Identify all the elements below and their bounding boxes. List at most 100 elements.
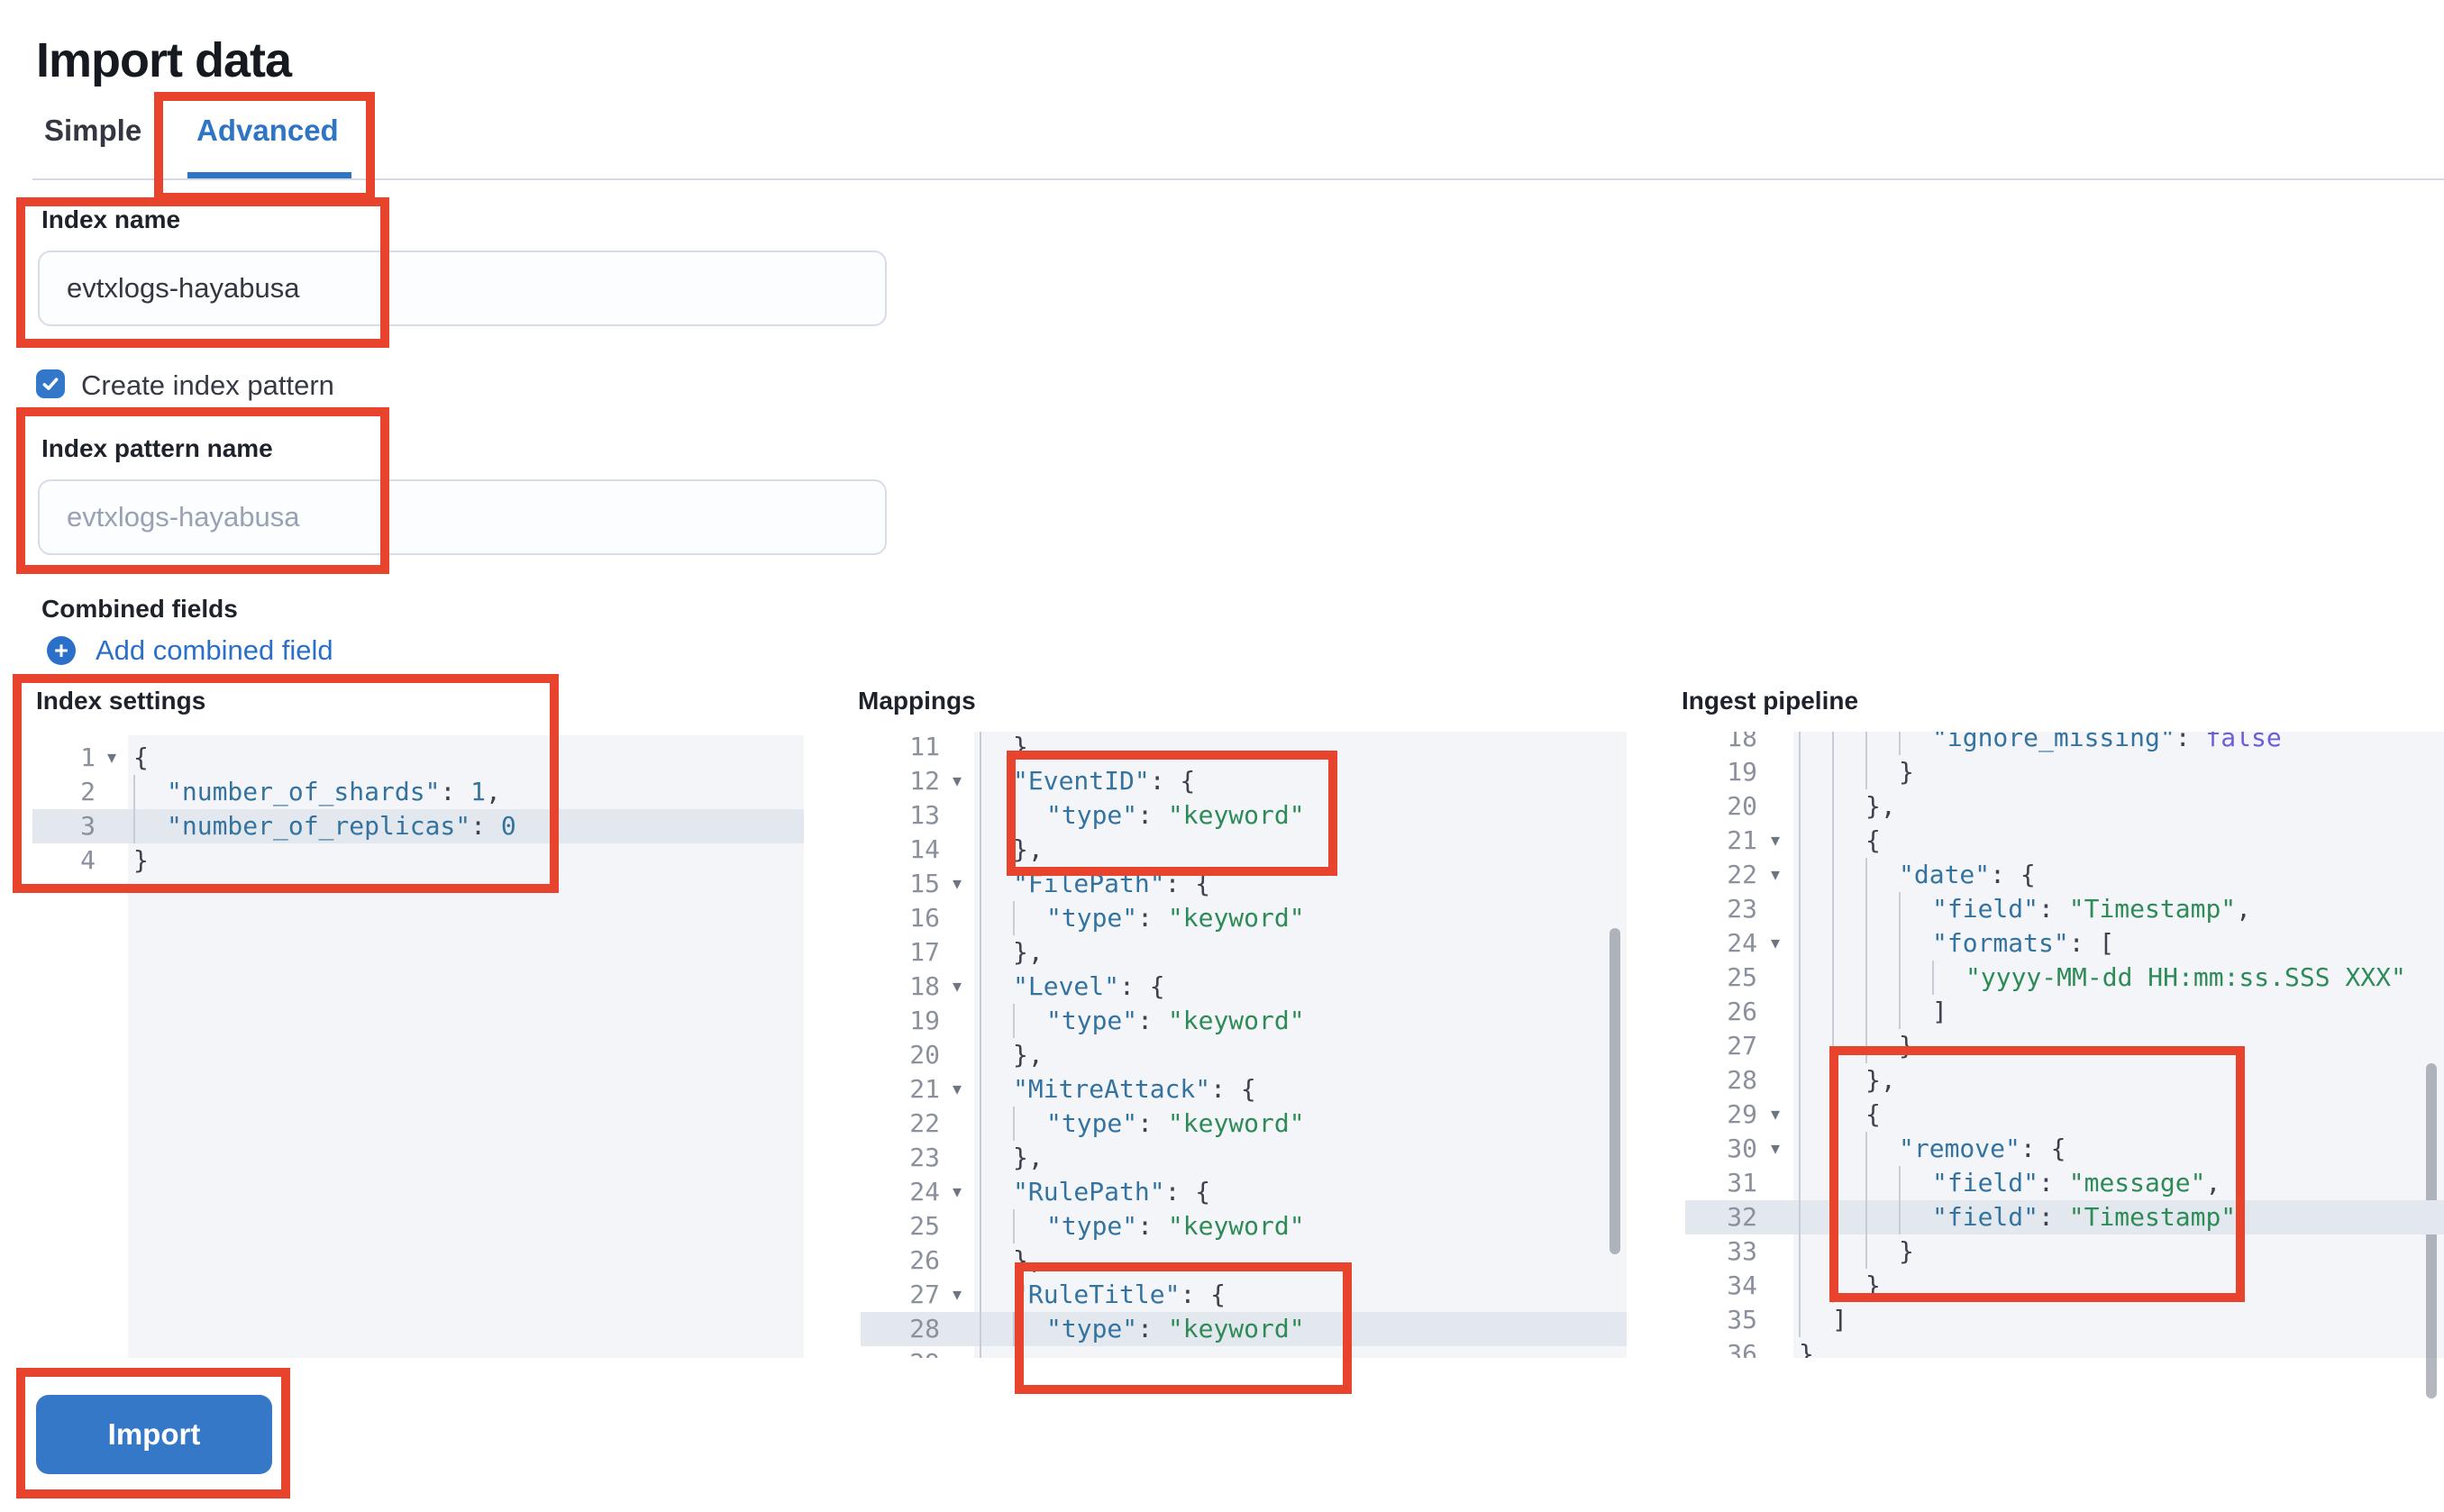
code-text: "type": "keyword" — [974, 901, 1305, 935]
code-text: } — [1799, 1339, 1814, 1358]
code-text: "EventID": { — [974, 764, 1195, 798]
fold-spacer — [940, 833, 974, 867]
code-line-29: 29}, — [861, 1346, 1627, 1358]
line-number: 21 — [1727, 825, 1757, 855]
code-line-33: 33} — [1685, 1234, 2444, 1269]
fold-arrow-icon[interactable]: ▾ — [1770, 831, 1781, 851]
line-number: 1 — [80, 742, 96, 772]
ingest-pipeline-label: Ingest pipeline — [1682, 687, 1859, 715]
code-line-35: 35] — [1685, 1303, 2444, 1337]
create-index-pattern-label: Create index pattern — [81, 369, 334, 401]
fold-arrow-icon[interactable]: ▾ — [952, 1182, 962, 1202]
code-text: }, — [974, 732, 1044, 764]
editor-gutter — [1685, 732, 1793, 1358]
index-settings-editor[interactable]: 1▾{2"number_of_shards": 1,3"number_of_re… — [32, 735, 804, 1358]
fold-arrow-icon[interactable]: ▾ — [952, 977, 962, 997]
line-number: 13 — [909, 800, 940, 830]
code-line-32: 32"field": "Timestamp" — [1685, 1200, 2444, 1234]
fold-spacer — [1757, 732, 1793, 755]
code-text: { — [133, 742, 149, 772]
tab-advanced[interactable]: Advanced — [196, 114, 339, 147]
combined-fields-label: Combined fields — [41, 595, 238, 623]
line-number: 20 — [1727, 791, 1757, 821]
index-name-input[interactable] — [38, 250, 887, 326]
line-number: 28 — [1727, 1065, 1757, 1095]
code-line-15: 15▾"FilePath": { — [861, 867, 1627, 901]
code-text: "type": "keyword" — [974, 1107, 1305, 1141]
code-line-11: 11}, — [861, 732, 1627, 764]
code-text: "number_of_shards": 1, — [128, 775, 501, 809]
fold-arrow-icon[interactable]: ▾ — [1770, 1105, 1781, 1125]
fold-spacer — [1757, 1200, 1793, 1234]
code-line-18: 18▾"Level": { — [861, 970, 1627, 1004]
line-number: 21 — [909, 1074, 940, 1104]
code-line-27: 27▾"RuleTitle": { — [861, 1278, 1627, 1312]
line-number: 12 — [909, 766, 940, 796]
code-text: } — [1793, 1029, 1914, 1063]
fold-spacer — [940, 798, 974, 833]
code-text: } — [1793, 755, 1914, 789]
line-number: 25 — [909, 1211, 940, 1241]
code-text: }, — [974, 833, 1044, 867]
code-line-34: 34} — [1685, 1269, 2444, 1303]
line-number: 22 — [909, 1108, 940, 1138]
fold-arrow-icon[interactable]: ▾ — [1770, 1139, 1781, 1159]
fold-spacer — [1757, 961, 1793, 995]
fold-arrow-icon[interactable]: ▾ — [106, 748, 117, 768]
line-number: 17 — [909, 937, 940, 967]
mappings-editor[interactable]: 11},12▾"EventID": {13"type": "keyword"14… — [861, 732, 1627, 1358]
fold-arrow-icon[interactable]: ▾ — [952, 771, 962, 791]
code-text: "type": "keyword" — [974, 798, 1305, 833]
code-line-22: 22 "type": "keyword" — [861, 1107, 1627, 1141]
mappings-scrollbar[interactable] — [1610, 928, 1620, 1254]
create-index-pattern-checkbox[interactable] — [36, 369, 65, 398]
fold-spacer — [1757, 789, 1793, 824]
fold-arrow-icon[interactable]: ▾ — [952, 874, 962, 894]
fold-arrow-icon[interactable]: ▾ — [1770, 934, 1781, 953]
page-title: Import data — [36, 33, 292, 87]
fold-arrow-icon[interactable]: ▾ — [952, 1285, 962, 1305]
code-line-36: 36} — [1685, 1337, 2444, 1358]
check-icon — [40, 373, 61, 395]
line-number: 22 — [1727, 860, 1757, 889]
fold-spacer — [940, 1209, 974, 1243]
line-number: 28 — [909, 1314, 940, 1343]
code-line-28: 28"type": "keyword" — [861, 1312, 1627, 1346]
code-text: "field": "Timestamp", — [1793, 892, 2251, 926]
fold-spacer — [1757, 1166, 1793, 1200]
code-text: "FilePath": { — [974, 867, 1210, 901]
fold-spacer — [940, 1346, 974, 1358]
code-line-26: 26}, — [861, 1243, 1627, 1278]
fold-spacer — [96, 843, 128, 878]
line-number: 16 — [909, 903, 940, 933]
tab-simple[interactable]: Simple — [44, 114, 142, 147]
code-line-26: 26] — [1685, 995, 2444, 1029]
line-number: 24 — [1727, 928, 1757, 958]
fold-spacer — [940, 1312, 974, 1346]
code-text: "type": "keyword" — [974, 1209, 1305, 1243]
code-text: ] — [1793, 995, 1947, 1029]
line-number: 24 — [909, 1177, 940, 1207]
code-text: "field": "Timestamp" — [1793, 1200, 2236, 1234]
fold-spacer — [1757, 1303, 1793, 1337]
line-number: 35 — [1727, 1305, 1757, 1334]
code-text: }, — [974, 1038, 1044, 1072]
code-text: "RuleTitle": { — [974, 1278, 1226, 1312]
fold-arrow-icon[interactable]: ▾ — [1770, 865, 1781, 885]
code-text: }, — [1793, 1063, 1896, 1098]
import-button[interactable]: Import — [36, 1395, 272, 1474]
line-number: 29 — [861, 1346, 940, 1358]
code-text: } — [1793, 1234, 1914, 1269]
code-text: "remove": { — [1793, 1132, 2066, 1166]
code-line-16: 16 "type": "keyword" — [861, 901, 1627, 935]
mappings-label: Mappings — [858, 687, 976, 715]
code-line-23: 23"field": "Timestamp", — [1685, 892, 2444, 926]
index-pattern-name-input[interactable] — [38, 479, 887, 555]
line-number: 31 — [1727, 1168, 1757, 1198]
code-line-25: 25"yyyy-MM-dd HH:mm:ss.SSS XXX" — [1685, 961, 2444, 995]
fold-arrow-icon[interactable]: ▾ — [952, 1079, 962, 1099]
fold-spacer — [1757, 1337, 1793, 1358]
add-combined-field-link[interactable]: + Add combined field — [47, 634, 333, 667]
